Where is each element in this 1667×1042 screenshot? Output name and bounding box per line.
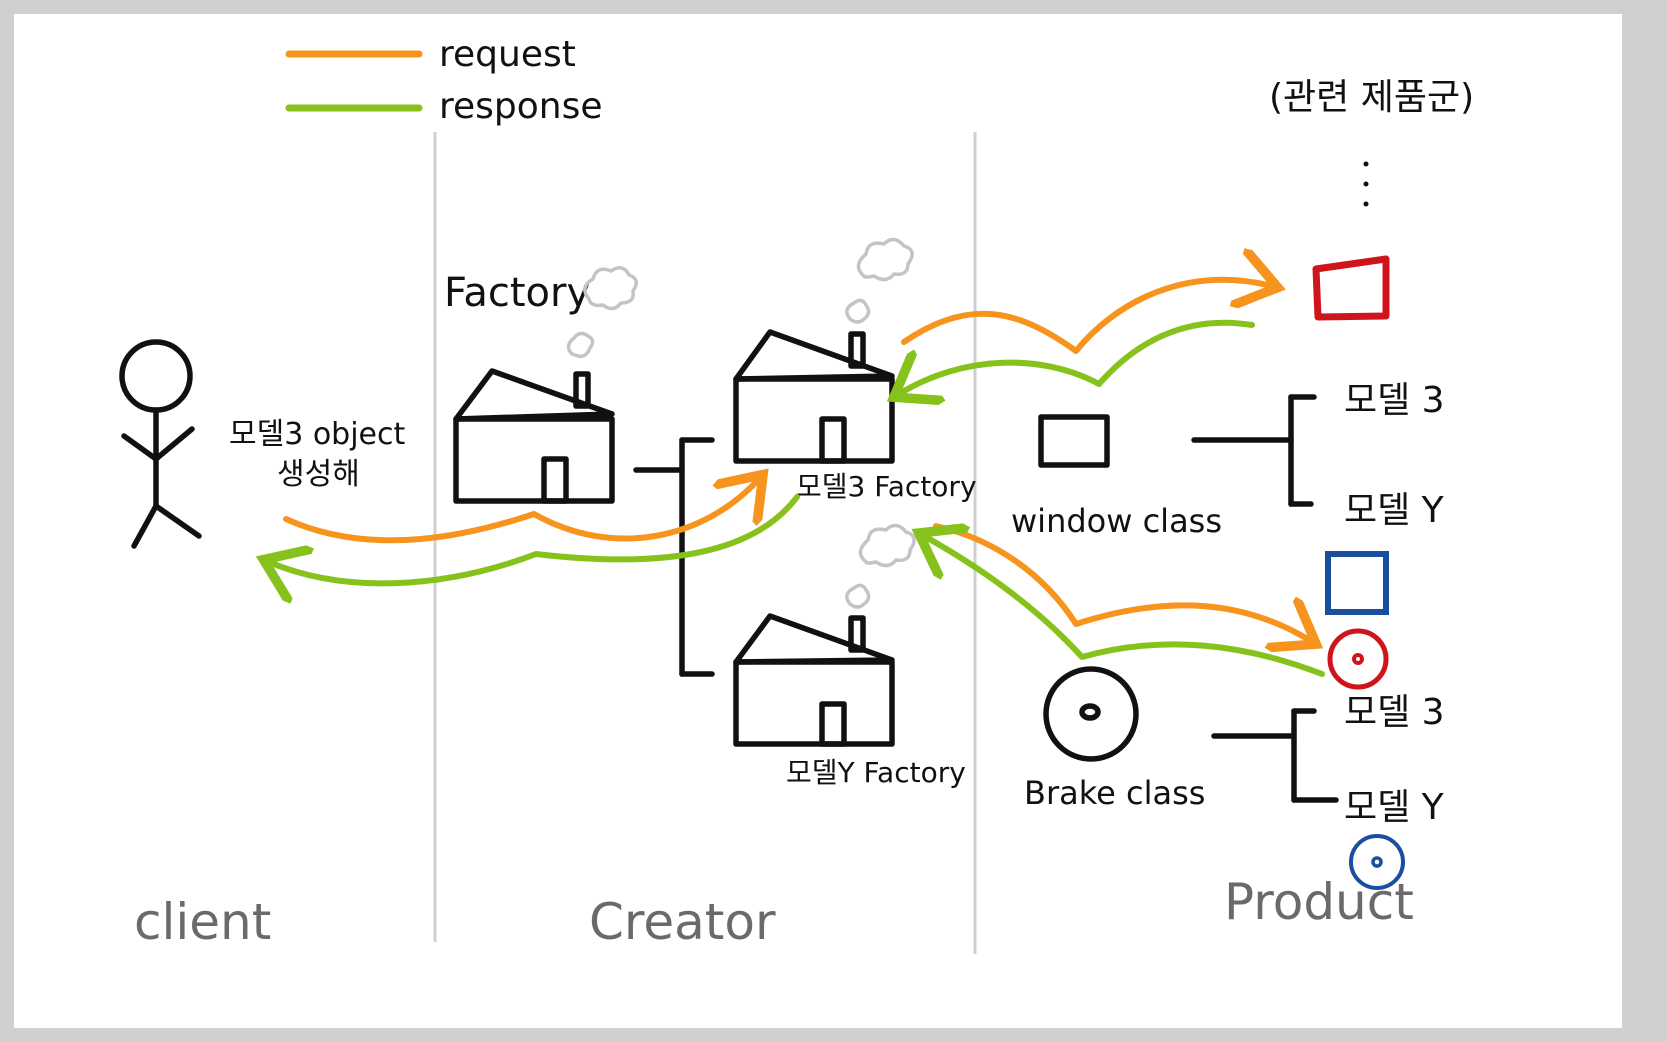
factory-label: Factory	[444, 270, 590, 316]
factory-icon	[453, 368, 615, 504]
brake-model3-label: 모델 3	[1344, 692, 1445, 733]
model3-factory-label: 모델3 Factory	[796, 470, 977, 503]
smoke-icon	[845, 523, 916, 609]
request-arrow-factory-to-brake	[933, 523, 1311, 641]
column-label-product: Product	[1224, 873, 1414, 931]
smoke-icon	[566, 266, 638, 359]
window-modely-label: 모델 Y	[1344, 490, 1445, 531]
brake-branch-connector	[1211, 708, 1339, 803]
diagram-canvas: request response client Creator Product …	[14, 14, 1622, 1028]
window-icon	[1038, 414, 1110, 468]
window-class-label: window class	[1011, 502, 1222, 540]
request-arrow-client-to-factory	[283, 479, 759, 544]
response-arrow-factory-to-client	[269, 494, 800, 583]
response-arrow-window-to-factory	[899, 319, 1255, 394]
diagram-svg: request response client Creator Product …	[119, 34, 1474, 954]
client-speech-line1: 모델3 object	[229, 417, 406, 452]
brake-icon	[1043, 666, 1139, 762]
window-modely-icon	[1325, 551, 1389, 615]
stick-figure-icon	[119, 339, 202, 549]
column-label-client: client	[134, 893, 271, 951]
legend-request-label: request	[439, 34, 576, 75]
smoke-icon	[845, 237, 914, 324]
brake-modely-label: 모델 Y	[1344, 787, 1445, 828]
window-model3-label: 모델 3	[1344, 380, 1445, 421]
factory-icon	[733, 613, 895, 747]
factory-icon	[733, 329, 895, 464]
window-branch-connector	[1191, 394, 1317, 507]
column-label-creator: Creator	[589, 893, 776, 951]
client-speech-line2: 생성해	[277, 457, 360, 492]
request-arrow-factory-to-window	[901, 280, 1272, 354]
response-arrow-brake-to-factory	[924, 536, 1325, 677]
legend-response-label: response	[439, 86, 603, 127]
ellipsis-dots	[1363, 161, 1369, 207]
legend: request response	[285, 34, 603, 127]
product-group-label: (관련 제품군)	[1269, 77, 1474, 118]
brake-modely-icon	[1349, 834, 1405, 890]
window-model3-icon	[1312, 255, 1390, 321]
brake-class-label: Brake class	[1024, 774, 1205, 812]
brake-model3-icon	[1327, 628, 1389, 690]
modely-factory-label: 모델Y Factory	[786, 756, 966, 789]
